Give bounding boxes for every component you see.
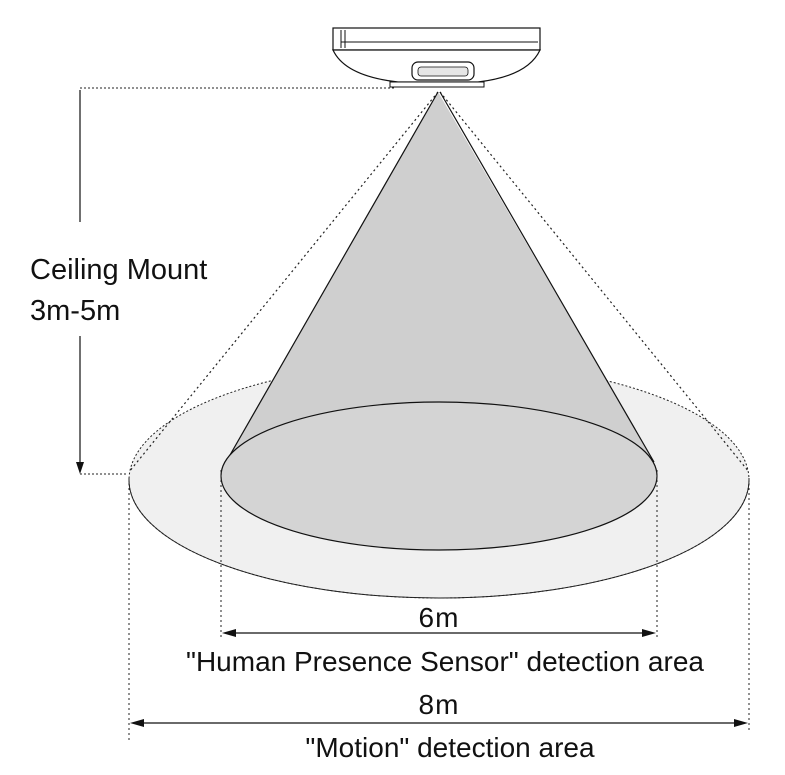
mount-range: 3m-5m [30, 295, 121, 327]
presence-caption: "Human Presence Sensor" detection area [186, 646, 704, 677]
motion-distance: 8m [418, 689, 460, 720]
mount-arrow-bottom [76, 462, 84, 474]
motion-caption: "Motion" detection area [305, 732, 595, 763]
motion-width-arrow [130, 719, 748, 727]
presence-detection-area [220, 401, 658, 551]
motion-area-rim [128, 479, 750, 599]
motion-cone-left-edge [128, 91, 439, 473]
presence-width-arrow [222, 629, 656, 637]
motion-cone-right-edge [439, 91, 750, 473]
presence-cone [228, 92, 652, 458]
mount-title: Ceiling Mount [30, 254, 208, 286]
ceiling-sensor-device-icon [332, 27, 541, 88]
presence-distance: 6m [418, 602, 460, 633]
